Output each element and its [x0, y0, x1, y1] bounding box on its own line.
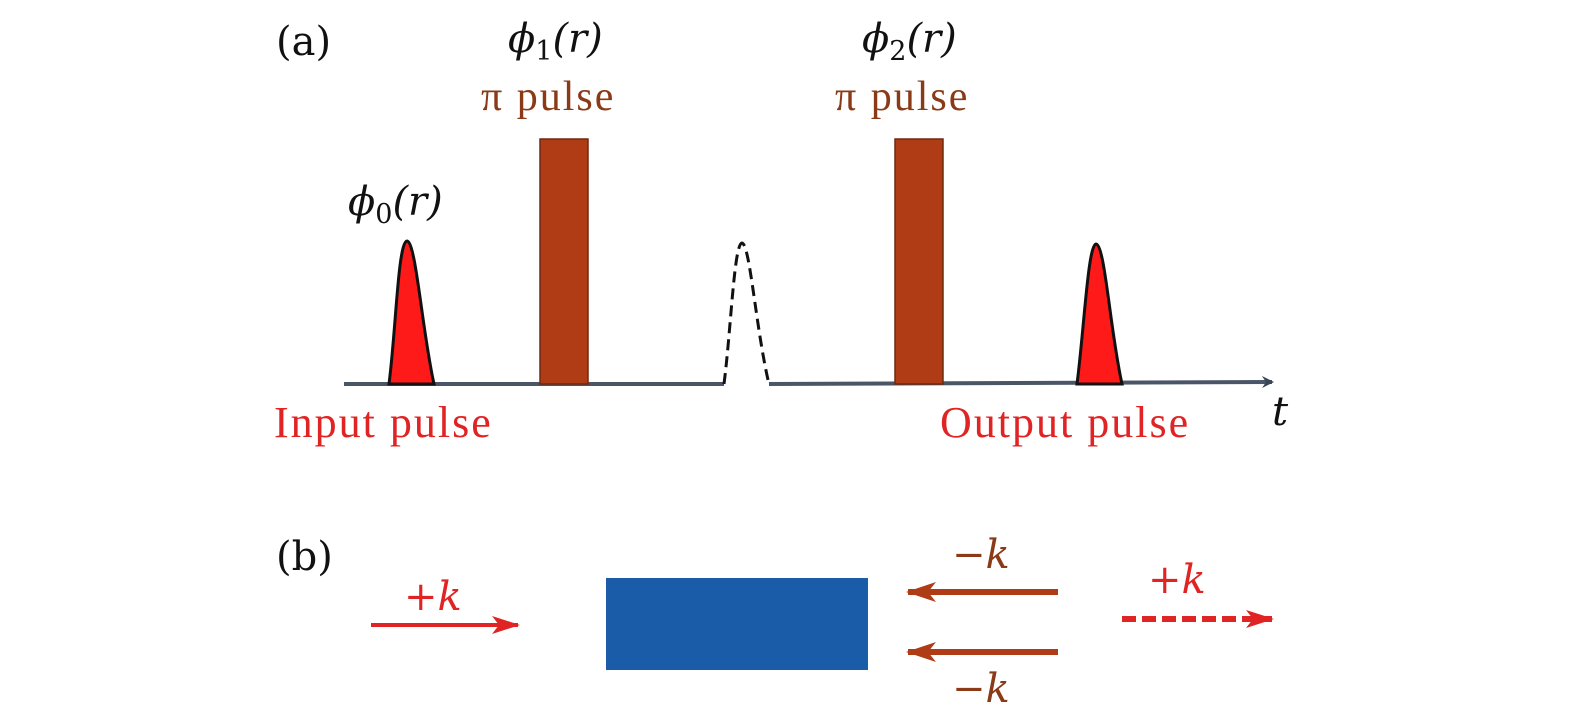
atomic-medium-block: [606, 578, 868, 670]
pi-pulse-2-caption: π pulse: [835, 74, 969, 120]
phi0-label: ϕ0(r): [348, 179, 443, 230]
input-pulse-label: Input pulse: [274, 398, 493, 447]
phi1-label: ϕ1(r): [508, 16, 603, 67]
control-wavevector-bottom-label: −k: [952, 666, 1010, 712]
panel-a-label: (a): [276, 19, 331, 65]
input-pulse-shape: [387, 239, 436, 386]
phi2-label: ϕ2(r): [862, 16, 957, 67]
pi-pulse-1-caption: π pulse: [481, 74, 615, 120]
time-axis-label: t: [1272, 389, 1289, 435]
pi-pulse-1-bar: [539, 138, 589, 385]
echo-pulse-dashed: [722, 241, 771, 385]
pi-pulse-2-bar: [894, 138, 944, 385]
input-wavevector-label: +k: [404, 574, 462, 620]
output-pulse-label: Output pulse: [940, 398, 1190, 447]
panel-b-label: (b): [276, 534, 333, 580]
time-axis-right-segment: [768, 376, 1274, 389]
output-wavevector-label: +k: [1148, 557, 1206, 603]
control-wavevector-top-label: −k: [952, 532, 1010, 578]
output-pulse-shape: [1075, 242, 1124, 386]
